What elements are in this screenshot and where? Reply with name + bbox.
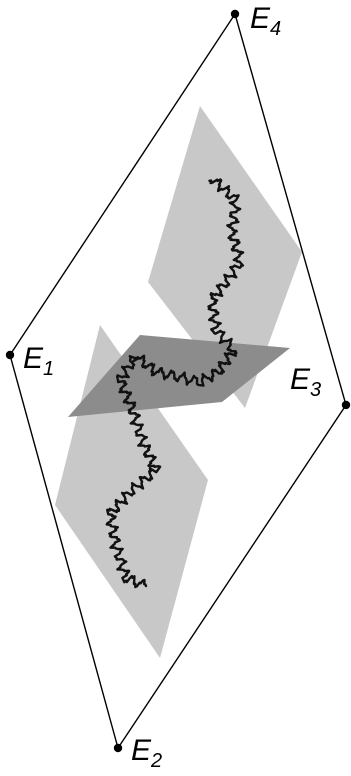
vertex-dot-e4: [230, 9, 240, 19]
vertex-dot-e1: [5, 350, 15, 360]
vertex-dot-e2: [113, 743, 123, 753]
label-e4: E4: [250, 2, 281, 40]
label-e3: E3: [290, 363, 321, 401]
label-e2: E2: [131, 734, 162, 772]
label-e1: E1: [23, 342, 54, 380]
fractal-curve: [105, 178, 245, 589]
vertex-dot-e3: [341, 400, 351, 410]
upper-plane: [148, 106, 302, 408]
